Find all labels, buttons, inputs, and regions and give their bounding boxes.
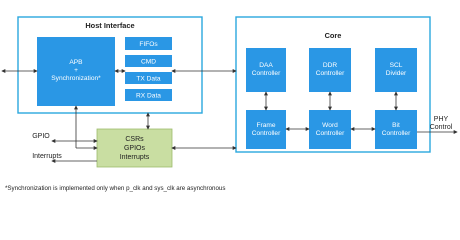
bit-controller-label: Controller xyxy=(382,130,411,137)
tx-data-label: TX Data xyxy=(136,76,161,83)
daa-controller-label: Controller xyxy=(252,70,281,77)
fifos-block xyxy=(125,37,172,50)
block-diagram: Host Interface APB + Synchronization* FI… xyxy=(1,16,458,192)
core-title: Core xyxy=(325,31,342,40)
scl-label: SCL xyxy=(390,62,403,69)
phy-label: PHY xyxy=(434,116,449,123)
gpios-label: GPIOs xyxy=(124,145,146,152)
bit-controller-block xyxy=(375,110,417,149)
interrupts-label: Interrupts xyxy=(32,153,62,160)
interrupts-block-label: Interrupts xyxy=(120,154,150,161)
scl-divider-label: Divider xyxy=(386,70,407,77)
apb-plus-label: + xyxy=(74,67,78,74)
rx-data-label: RX Data xyxy=(136,93,161,100)
frame-controller-label: Controller xyxy=(252,130,281,137)
frame-label: Frame xyxy=(256,122,275,129)
fifos-label: FIFOs xyxy=(139,41,158,48)
csr-gpio-interrupts-block xyxy=(96,128,173,168)
csrs-label: CSRs xyxy=(125,136,144,143)
cmd-label: CMD xyxy=(141,59,156,66)
apb-sync-block xyxy=(37,37,115,106)
host-interface-title: Host Interface xyxy=(85,21,134,30)
sync-label: Synchronization* xyxy=(51,75,101,82)
rx-data-block xyxy=(125,89,172,101)
tx-data-block xyxy=(125,72,172,84)
bit-label: Bit xyxy=(392,122,400,129)
word-controller-label: Controller xyxy=(316,130,345,137)
gpio-label: GPIO xyxy=(32,133,50,140)
apb-label: APB xyxy=(69,59,83,66)
frame-controller-block xyxy=(246,110,286,149)
scl-divider-block xyxy=(375,48,417,92)
footnote: *Synchronization is implemented only whe… xyxy=(5,185,225,192)
ddr-controller-label: Controller xyxy=(316,70,345,77)
ddr-controller-block xyxy=(309,48,351,92)
phy-control-label: Control xyxy=(430,124,453,131)
word-controller-block xyxy=(309,110,351,149)
ddr-label: DDR xyxy=(323,62,338,69)
cmd-block xyxy=(125,55,172,67)
daa-controller-block xyxy=(246,48,286,92)
word-label: Word xyxy=(322,122,338,129)
daa-label: DAA xyxy=(259,62,273,69)
